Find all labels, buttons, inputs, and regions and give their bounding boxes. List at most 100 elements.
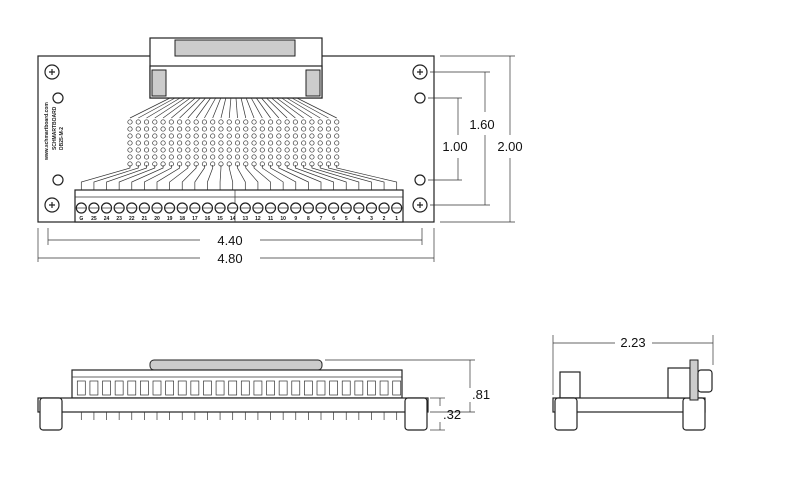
header-pad [168, 154, 174, 160]
trace [179, 97, 201, 119]
header-pad [201, 147, 207, 153]
trace [271, 97, 296, 119]
trace [169, 165, 189, 190]
end-connector-flange [689, 359, 699, 401]
side-terminal-tooth [177, 380, 187, 396]
trace [245, 165, 259, 190]
header-pad [284, 119, 290, 125]
trace [235, 97, 238, 119]
header-pad [210, 133, 216, 139]
header-pad [325, 147, 332, 153]
header-pad [168, 133, 174, 139]
header-pad [193, 154, 199, 160]
trace [261, 97, 280, 119]
header-pad [259, 140, 265, 146]
header-pad [234, 147, 241, 153]
end-dimension-lines [552, 335, 714, 395]
header-pad [201, 140, 207, 146]
side-connector [149, 359, 323, 371]
side-terminal-tooth [253, 380, 263, 396]
header-pad [127, 133, 133, 139]
header-pad [185, 133, 191, 139]
trace [278, 165, 309, 190]
header-pad [152, 133, 158, 139]
header-pad [259, 119, 265, 125]
trace [181, 165, 197, 190]
mounting-hole [52, 174, 64, 186]
terminal-label: 19 [167, 216, 173, 222]
header-pad [268, 140, 274, 146]
header-pad [135, 140, 141, 146]
header-pad [143, 133, 150, 139]
header-pad [301, 154, 307, 160]
header-pad [185, 147, 191, 153]
mounting-hole [414, 92, 426, 104]
header-pad [226, 119, 232, 125]
header-pad [234, 119, 241, 125]
side-terminal-tooth [316, 380, 326, 396]
side-terminal-tooth [127, 380, 137, 396]
header-pad [251, 154, 257, 160]
silk-part: DB25-M-2 [59, 127, 65, 150]
trace [93, 165, 139, 190]
trace [228, 165, 234, 190]
header-pad [301, 126, 307, 132]
side-terminal-tooth [140, 380, 149, 396]
header-pad [317, 147, 323, 153]
header-pad [218, 140, 224, 146]
header-pad [276, 119, 282, 125]
header-pad [234, 154, 241, 160]
side-terminal-tooth [190, 380, 200, 396]
header-pad [325, 154, 332, 160]
header-pad [325, 140, 332, 146]
header-pad [276, 147, 282, 153]
header-pad [177, 154, 183, 160]
dim-width-outer: 4.80 [217, 251, 242, 266]
header-pad [226, 133, 232, 139]
foot-left [39, 397, 63, 431]
header-pad [309, 126, 315, 132]
header-pad [210, 140, 216, 146]
trace [195, 97, 211, 119]
trace [154, 97, 186, 119]
screw-cross [417, 202, 423, 208]
header-pad [234, 140, 241, 146]
header-pad [325, 126, 332, 132]
header-pad [143, 119, 150, 125]
header-pad [317, 133, 323, 139]
header-pad [259, 154, 265, 160]
side-terminal-tooth [102, 380, 111, 396]
header-pad [160, 119, 166, 125]
header-pad [185, 140, 191, 146]
header-pad [268, 126, 274, 132]
terminal-label: G [79, 216, 83, 222]
header-pad [276, 154, 282, 160]
trace [261, 165, 284, 190]
header-pad [292, 119, 298, 125]
trace [296, 97, 337, 119]
side-terminal-tooth [304, 380, 313, 396]
side-terminal-tooth [228, 380, 238, 396]
header-pad [160, 133, 166, 139]
terminal-label: 9 [294, 216, 297, 222]
mounting-holes [44, 64, 428, 213]
header-pad [334, 154, 340, 160]
header-pad [168, 126, 174, 132]
trace [240, 97, 247, 119]
terminal-label: 6 [332, 216, 335, 222]
terminal-label: 18 [179, 216, 185, 222]
header-pad [243, 119, 249, 125]
terminal-screws [75, 202, 403, 214]
side-terminal-tooth [354, 380, 364, 396]
side-terminal-tooth [278, 380, 288, 396]
header-pad [292, 140, 298, 146]
side-terminal-tooth [291, 380, 301, 396]
terminal-label: 8 [307, 216, 310, 222]
terminal-label: 25 [91, 216, 97, 222]
header-pad [292, 147, 298, 153]
header-pad [135, 119, 141, 125]
trace [281, 97, 313, 119]
side-terminal-tooth [89, 380, 99, 396]
trace [295, 165, 334, 190]
header-pad [268, 119, 274, 125]
